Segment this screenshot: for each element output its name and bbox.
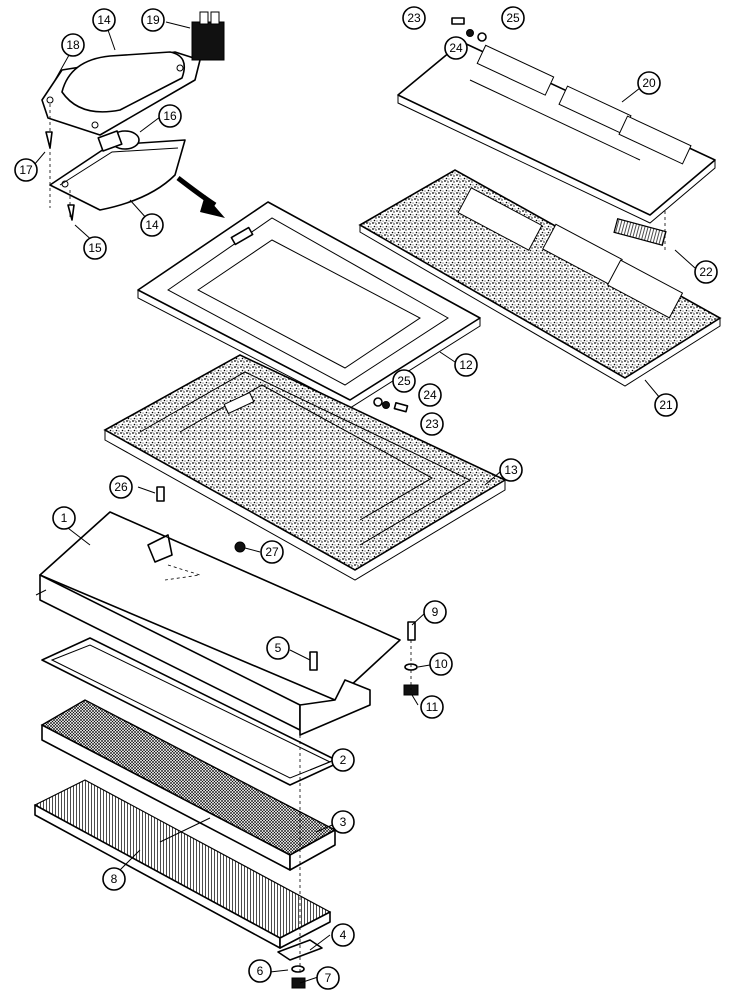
callout-7: 7 [316,966,340,990]
callout-1: 1 [52,506,76,530]
callout-label: 8 [111,872,118,886]
rear-roof-plate [397,41,716,224]
dome-light-housing [41,51,201,136]
callout-4: 4 [331,923,355,947]
callout-5: 5 [266,636,290,660]
callout-3: 3 [331,810,355,834]
dome-light-screws [45,104,75,221]
callout-24-top: 24 [444,36,468,60]
callout-label: 7 [325,971,332,985]
callout-20: 20 [637,71,661,95]
callout-25-top: 25 [501,6,525,30]
callout-label: 23 [407,11,421,25]
callout-21: 21 [654,393,678,417]
callout-25-mid: 25 [392,369,416,393]
callout-label: 25 [506,11,520,25]
callout-19: 19 [141,8,165,32]
callout-14-lower: 14 [140,213,164,237]
callout-23-mid: 23 [420,412,444,436]
callout-label: 24 [423,388,437,402]
callout-label: 13 [504,463,518,477]
callout-22: 22 [694,260,718,284]
callout-label: 16 [163,109,177,123]
callout-9: 9 [423,600,447,624]
callout-13: 13 [499,458,523,482]
callout-8: 8 [102,867,126,891]
callout-label: 25 [397,374,411,388]
callout-label: 11 [426,700,439,714]
filter [40,699,337,871]
filter-grille [33,779,332,949]
callout-label: 3 [340,815,347,829]
callout-18: 18 [61,33,85,57]
callout-27: 27 [260,540,284,564]
callout-12: 12 [454,353,478,377]
callout-label: 5 [275,641,282,655]
callout-label: 17 [19,163,33,177]
retainer-plate [277,939,323,961]
callout-label: 22 [699,265,713,279]
callout-17: 17 [14,158,38,182]
callout-label: 26 [114,480,128,494]
callout-label: 1 [61,511,68,525]
callout-label: 12 [459,358,473,372]
callout-label: 20 [642,76,656,90]
switch [191,11,225,61]
callout-10: 10 [429,652,453,676]
callout-label: 24 [449,41,463,55]
callout-label: 4 [340,928,347,942]
callout-label: 10 [434,657,448,671]
callout-label: 14 [97,13,111,27]
callout-label: 15 [88,241,102,255]
callout-label: 6 [257,964,264,978]
dome-light-lens [49,139,186,211]
direction-arrow [176,176,225,218]
callout-11: 11 [420,695,444,719]
hardware [156,17,666,989]
callout-6: 6 [248,959,272,983]
roof-panel [137,201,481,409]
rear-insulation [358,169,722,387]
callout-26: 26 [109,475,133,499]
callout-2: 2 [331,748,355,772]
callout-label: 18 [66,38,80,52]
callout-16: 16 [158,104,182,128]
callout-label: 14 [145,218,159,232]
callout-24-mid: 24 [418,383,442,407]
callout-14-upper: 14 [92,8,116,32]
bracket [613,218,667,246]
callout-label: 19 [146,13,160,27]
callout-label: 2 [340,753,347,767]
callout-15: 15 [83,236,107,260]
bulb [97,130,140,152]
callout-label: 23 [425,417,439,431]
callout-23-top: 23 [402,6,426,30]
callout-label: 27 [265,545,279,559]
callout-label: 21 [659,398,673,412]
callout-label: 9 [432,605,439,619]
